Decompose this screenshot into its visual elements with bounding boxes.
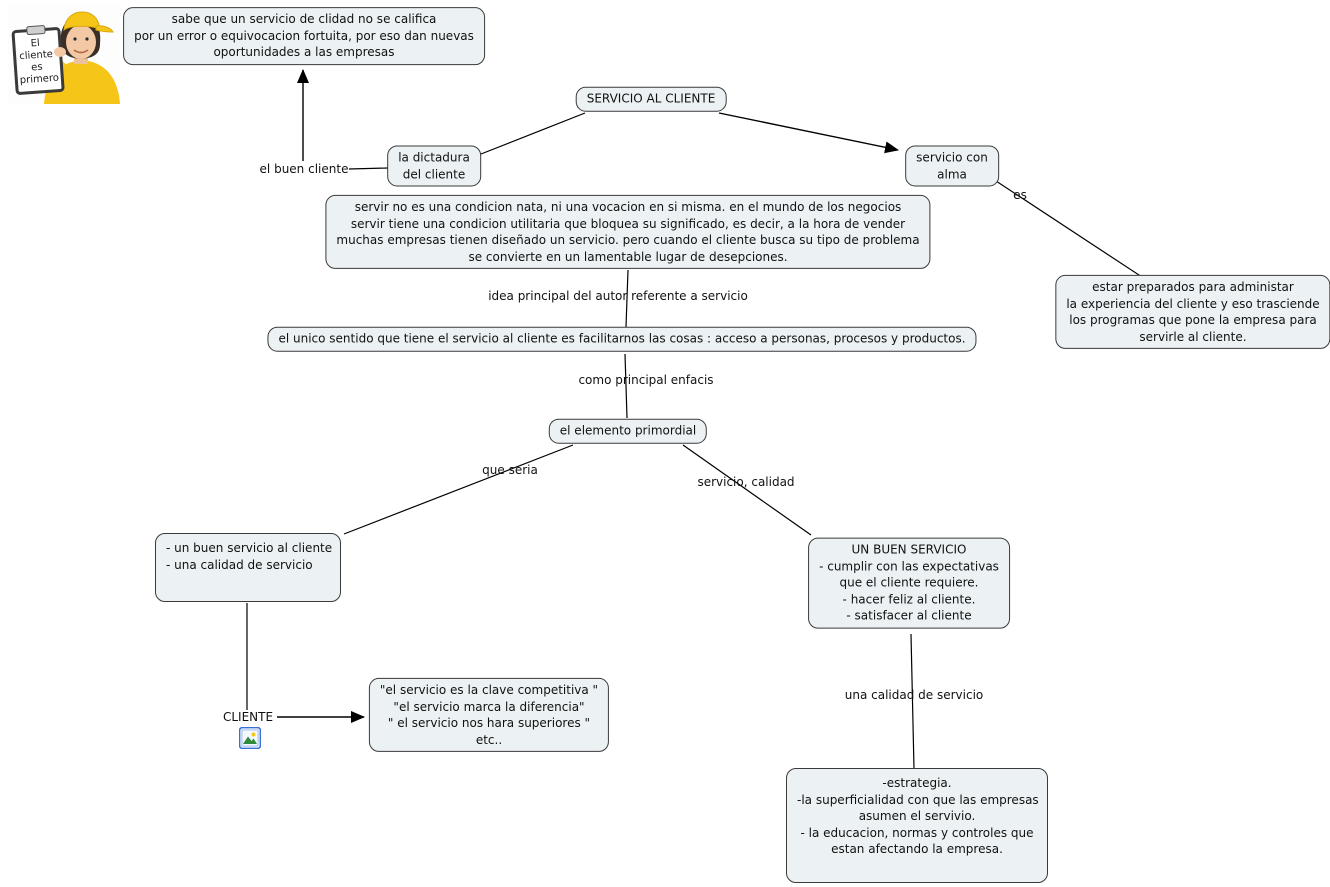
node-buen-servicio-calidad[interactable]: - un buen servicio al cliente - una cali… [155,533,341,602]
node-sabe-servicio-calidad[interactable]: sabe que un servicio de clidad no se cal… [123,7,485,65]
cap-brim [95,25,114,33]
node-servicio-con-alma[interactable]: servicio con alma [905,145,999,187]
node-un-buen-servicio[interactable]: UN BUEN SERVICIO - cumplir con las expec… [808,537,1010,629]
link-buen-cliente-to-dictadura [348,167,389,170]
smile [73,49,89,54]
sun-glyph [251,732,256,737]
node-el-unico-sentido[interactable]: el unico sentido que tiene el servicio a… [267,326,977,352]
node-servir-no-es-condicion[interactable]: servir no es una condicion nata, ni una … [325,194,931,270]
link-elemento-to-un-buen-servicio [682,444,812,536]
left-eye [73,37,77,41]
label-cliente[interactable]: CLIENTE [222,710,274,724]
label-como-principal-enfacis[interactable]: como principal enfacis [578,373,714,387]
node-frases-servicio[interactable]: "el servicio es la clave competitiva " "… [368,677,610,753]
node-servicio-al-cliente[interactable]: SERVICIO AL CLIENTE [575,86,727,112]
clipboard: El cliente es primero [11,25,65,95]
node-estar-preparados[interactable]: estar preparados para administar la expe… [1055,274,1330,350]
label-que-seria[interactable]: que seria [482,463,538,477]
link-un-buen-servicio-to-estrategia [910,633,915,770]
label-idea-principal[interactable]: idea principal del autor referente a ser… [488,289,748,303]
link-dictadura-to-servicio-al-cliente [480,112,586,155]
link-elemento-to-buen-servicio [343,444,574,535]
link-servir-to-el-unico [625,269,629,328]
label-una-calidad-de-servicio[interactable]: una calidad de servicio [844,688,984,702]
hand [54,47,66,57]
link-el-unico-to-elemento [624,353,628,419]
clipboard-caption: El cliente es primero [17,37,59,87]
customer-first-photo[interactable]: El cliente es primero [8,4,120,104]
link-servicio-al-cliente-to-alma [718,112,899,154]
node-la-dictadura-del-cliente[interactable]: la dictadura del cliente [387,145,481,187]
label-es[interactable]: es [1013,188,1027,202]
face [66,25,96,59]
image-icon[interactable] [238,726,262,750]
label-el-buen-cliente[interactable]: el buen cliente [259,162,349,176]
right-eye [85,37,89,41]
link-alma-to-estar-preparados [995,180,1146,280]
label-servicio-calidad[interactable]: servicio, calidad [697,475,795,489]
node-el-elemento-primordial[interactable]: el elemento primordial [548,418,708,444]
mountains-glyph [243,736,257,744]
node-estrategia[interactable]: -estrategia. -la superficialidad con que… [786,768,1048,883]
yellow-cap [63,11,101,32]
